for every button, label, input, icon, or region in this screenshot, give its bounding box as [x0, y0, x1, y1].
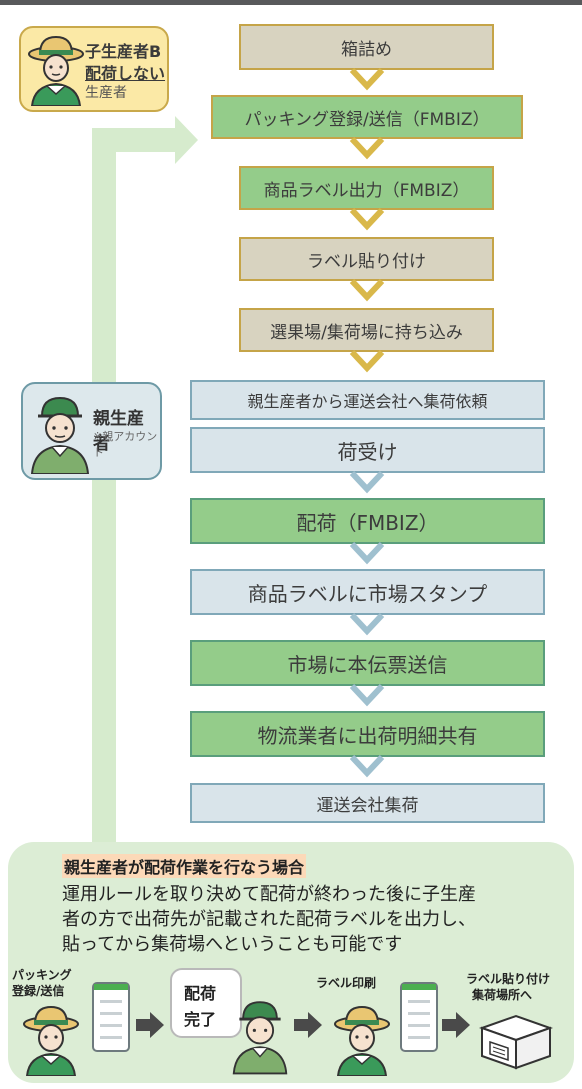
right-arrow-icon [294, 1012, 322, 1038]
step-pickup-request: 親生産者から運送会社へ集荷依頼 [190, 380, 545, 420]
step-market-stamp: 商品ラベルに市場スタンプ [190, 569, 545, 615]
label-attach-line-1: ラベル貼り付け [466, 972, 551, 986]
bubble-line-2: 完了 [184, 1010, 217, 1029]
step-carrier-pickup: 運送会社集荷 [190, 783, 545, 823]
parent-delivery-panel: 親生産者が配荷作業を行なう場合 運用ルールを取り決めて配荷が終わった後に子生産 … [8, 842, 574, 1083]
step-receiving: 荷受け [190, 427, 545, 473]
panel-body-line-1: 運用ルールを取り決めて配荷が終わった後に子生産 [62, 884, 476, 905]
step-bring-to-collection: 選果場/集荷場に持ち込み [239, 308, 494, 352]
parent-producer-note: ※親アカウント [93, 430, 158, 459]
right-arrow-icon [442, 1012, 470, 1038]
panel-heading: 親生産者が配荷作業を行なう場合 [62, 854, 307, 878]
parent-producer-title: 親生産者 [93, 409, 144, 454]
smartphone-icon [92, 982, 130, 1052]
producer-b-type: 生産者 [85, 85, 127, 101]
step-boxing: 箱詰め [239, 24, 494, 70]
label-packing-line-1: パッキング [12, 968, 72, 982]
arrow-down-icon [349, 67, 385, 373]
panel-body-line-2: 者の方で出荷先が記載された配荷ラベルを出力し、 [62, 909, 476, 930]
top-rule [0, 0, 582, 5]
bubble-line-1: 配荷 [184, 984, 217, 1003]
right-arrow-icon [136, 1012, 164, 1038]
producer-b-card: 子生産者B 配荷しない 生産者 [19, 26, 169, 112]
parent-farmer-icon [232, 1001, 288, 1075]
step-share-shipping-details: 物流業者に出荷明細共有 [190, 711, 545, 757]
box-with-label-icon [478, 1014, 554, 1070]
child-farmer-icon [334, 1005, 390, 1076]
producer-b-no-delivery: 配荷しない [85, 64, 166, 83]
label-print: ラベル印刷 [316, 976, 377, 990]
step-packing-registration: パッキング登録/送信（FMBIZ） [211, 95, 523, 139]
label-attach-line-2: 集荷場所へ [472, 988, 533, 1002]
parent-producer-card: 親生産者 ※親アカウント [21, 382, 162, 480]
delivery-complete-bubble: 配荷 完了 [170, 968, 242, 1038]
smartphone-icon [400, 982, 438, 1052]
step-send-slip: 市場に本伝票送信 [190, 640, 545, 686]
step-product-label-output: 商品ラベル出力（FMBIZ） [239, 166, 494, 210]
child-farmer-icon [23, 1005, 79, 1076]
step-delivery: 配荷（FMBIZ） [190, 498, 545, 544]
farmer-cap-icon [30, 396, 90, 474]
panel-body-line-3: 貼ってから集荷場へということも可能です [62, 934, 403, 955]
farmer-straw-hat-icon [28, 35, 84, 106]
step-attach-label: ラベル貼り付け [239, 237, 494, 281]
label-packing-line-2: 登録/送信 [12, 984, 65, 998]
producer-b-name: 子生産者B [85, 42, 162, 61]
